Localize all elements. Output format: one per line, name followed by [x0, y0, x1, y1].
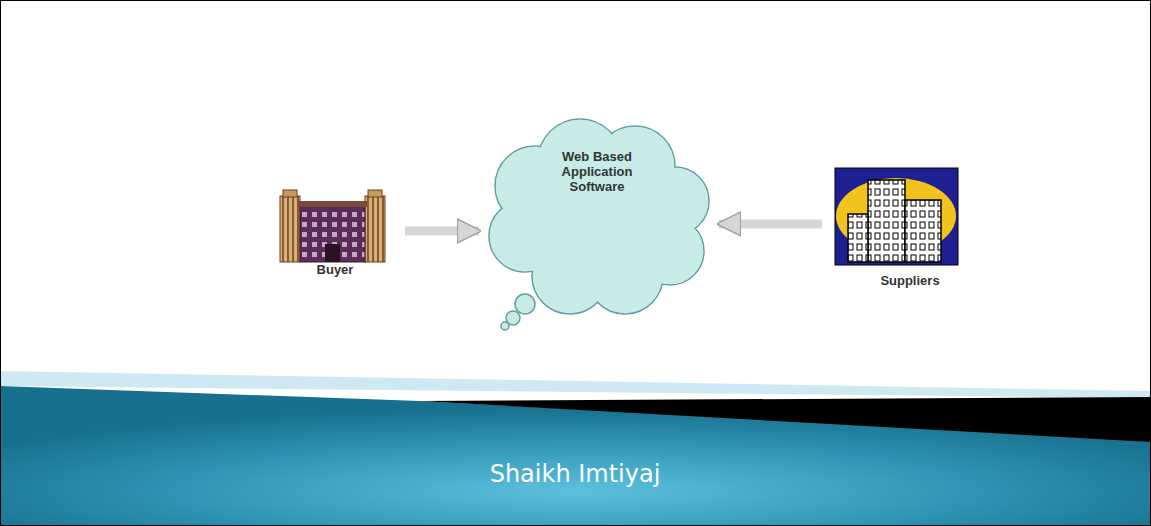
- buyer-building: [280, 190, 385, 262]
- author-name: Shaikh Imtiyaj: [375, 460, 775, 488]
- party-node: Suppliers: [828, 165, 970, 291]
- flow-arrow: [405, 227, 479, 236]
- cloud-text: Web Based Application Software: [545, 150, 649, 195]
- party-node: Buyer: [275, 185, 397, 285]
- black-wedge: [420, 397, 1151, 442]
- party-label: Suppliers: [852, 274, 968, 289]
- party-label: Buyer: [275, 263, 395, 278]
- teal-band: [0, 386, 1151, 526]
- flow-arrow: [719, 219, 822, 228]
- cloud-shape: Web Based Application Software: [485, 116, 713, 332]
- cloud-outline: [485, 116, 713, 332]
- suppliers-building: [835, 168, 958, 265]
